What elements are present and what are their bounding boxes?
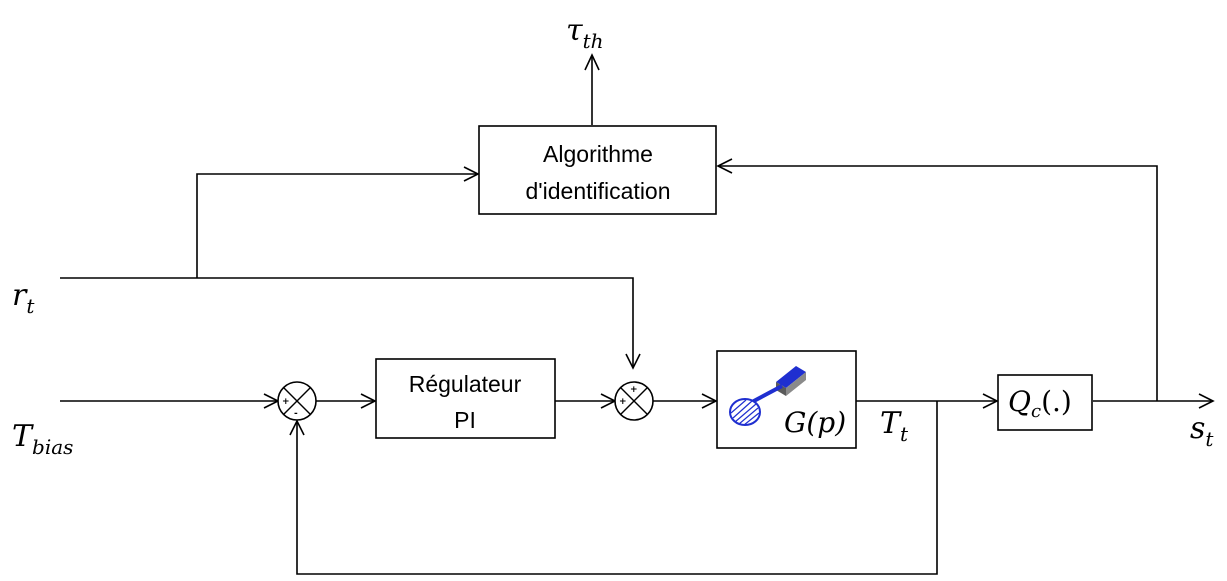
sum2-plus-top-sign: + (630, 385, 638, 395)
wire-st-branch (718, 165, 1158, 401)
identification-label-line2: d'identification (525, 178, 670, 204)
label-t-bias: Tbias (12, 419, 73, 459)
arrowhead-st (1198, 393, 1215, 409)
identification-label-line1: Algorithme (543, 141, 653, 167)
wire-rt-branch (196, 173, 478, 278)
controller-block: Régulateur PI (375, 358, 556, 439)
sum1-plus-sign: + (282, 397, 290, 407)
arrowhead-st-to-ident (716, 158, 733, 174)
identification-block: Algorithme d'identification (478, 125, 717, 215)
label-s-t: st (1190, 411, 1214, 451)
controller-label-line1: Régulateur (409, 371, 522, 397)
sum1-minus-sign: - (294, 409, 298, 419)
plant-label: G(p) (784, 406, 846, 439)
plant-block: G(p) (716, 350, 857, 449)
quantizer-block: Qc(.) (997, 374, 1093, 431)
label-r-t: rt (12, 278, 35, 318)
summing-junction-2: + + (614, 381, 654, 421)
cantilever-sensor-icon (729, 366, 806, 426)
arrowhead-reg (360, 393, 377, 409)
arrowhead-tau (584, 53, 600, 71)
label-tau-th: τth (566, 13, 604, 53)
arrowhead-feedback (289, 419, 305, 436)
wire-rt-main (60, 277, 634, 366)
label-t-t: Tt (880, 406, 909, 446)
controller-label-line2: PI (454, 407, 476, 433)
arrowhead-plant (701, 393, 718, 409)
summing-junction-1: + - (277, 381, 317, 421)
quantizer-label: Qc(.) (1008, 385, 1072, 422)
arrowhead-quantizer (982, 393, 999, 409)
arrowhead-rt-to-ident (463, 166, 480, 182)
wire-feedback (296, 401, 938, 575)
arrowhead-rt-to-sum2 (625, 353, 641, 370)
sum2-plus-left-sign: + (619, 397, 627, 407)
